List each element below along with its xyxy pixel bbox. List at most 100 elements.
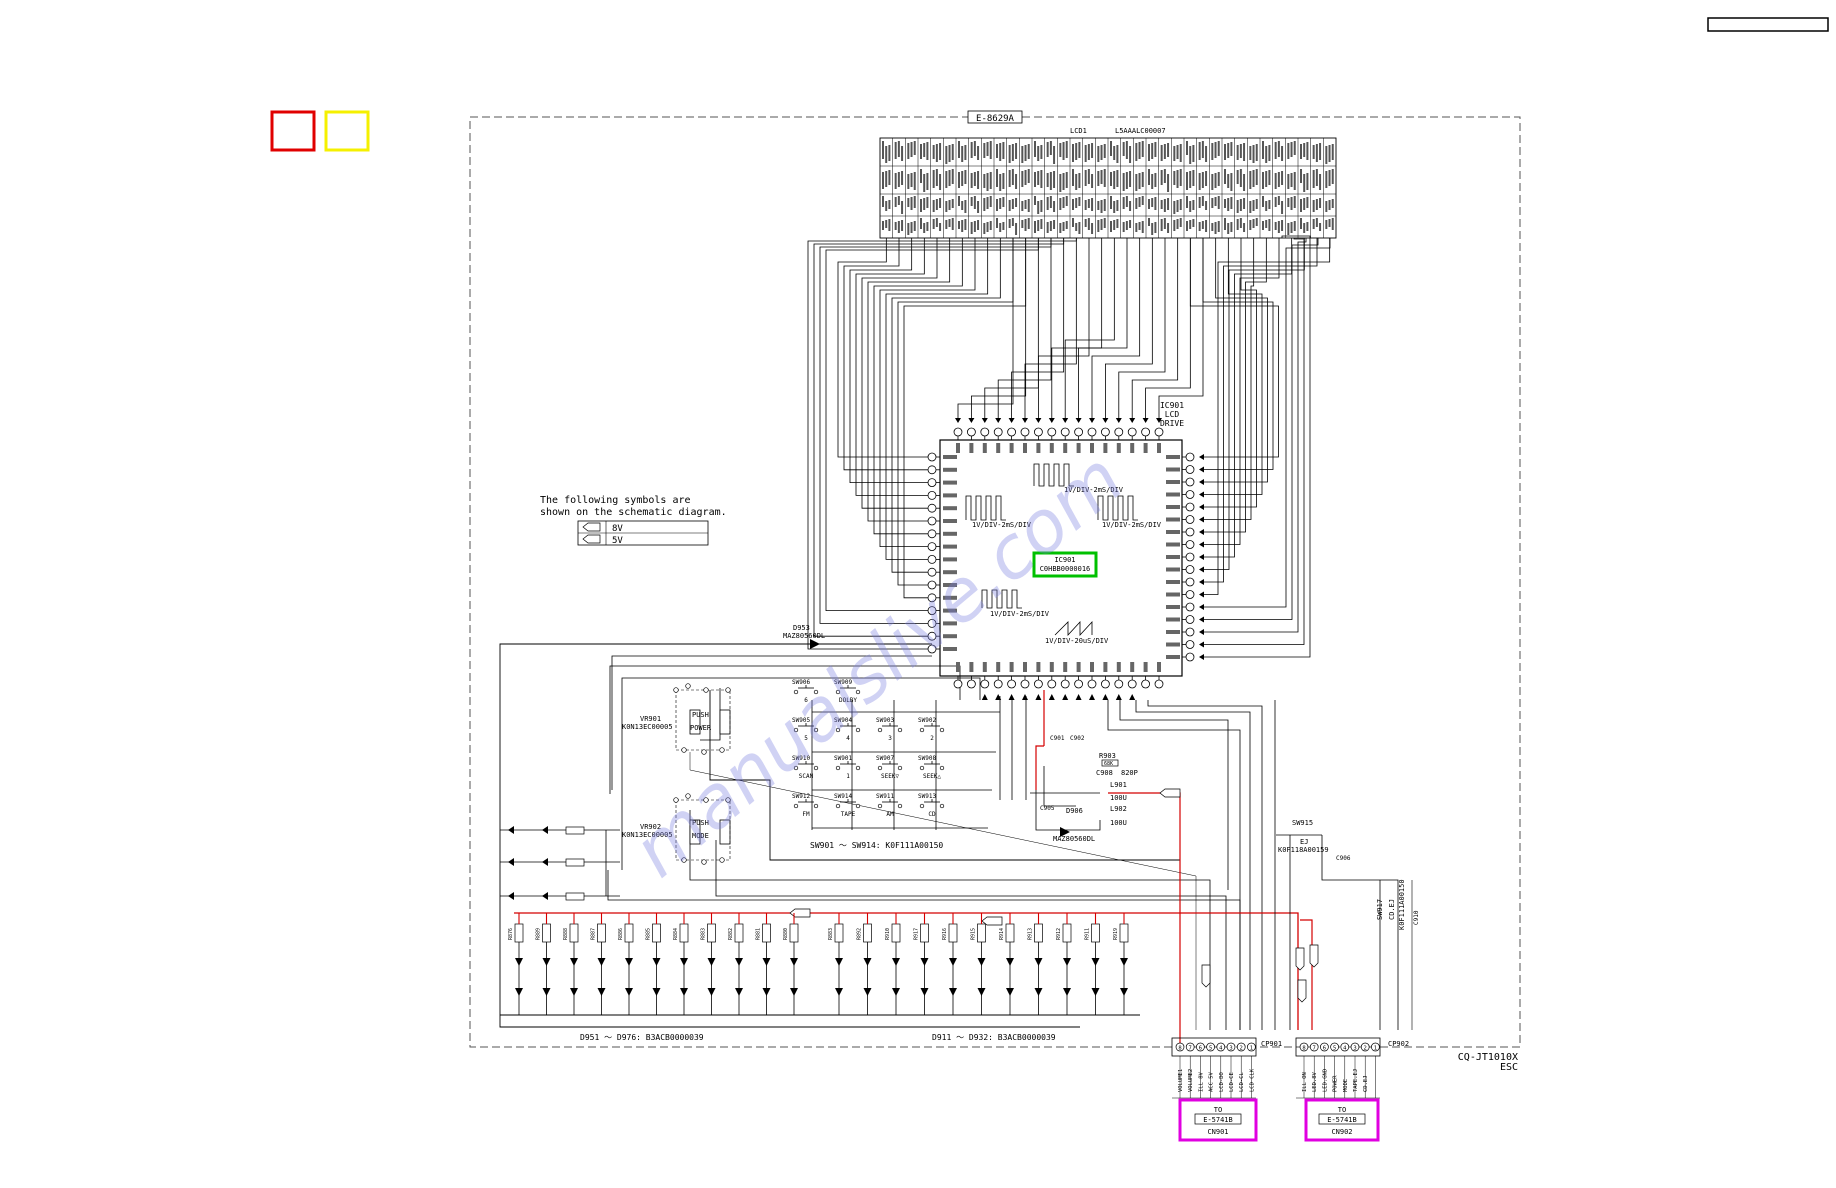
lcd-table-glyph (913, 196, 916, 208)
led-diode-icon (1120, 988, 1128, 996)
lcd-table-glyph (1002, 142, 1005, 159)
lcd-table-glyph (1103, 199, 1106, 211)
signal-arrow-icon (1062, 694, 1069, 700)
led-diode-icon (542, 858, 548, 866)
connector-pin (1236, 1042, 1246, 1052)
lcd-table-glyph (1186, 196, 1188, 208)
lcd-table-glyph (961, 146, 964, 162)
cn902-label: CN902 (1331, 1128, 1352, 1136)
ic-pin (1185, 527, 1195, 537)
led-resistor-label: R883 (701, 928, 707, 940)
d953-diode-icon (810, 639, 820, 649)
lcd-table-glyph (1173, 220, 1176, 231)
lcd-table-glyph (1103, 144, 1106, 158)
connector-pin-number: 5 (1333, 1046, 1336, 1052)
ic-pin-label-glyph (956, 662, 960, 672)
lcd-table-glyph (1306, 142, 1309, 160)
lcd-table-glyph (1300, 199, 1302, 212)
lcd-table-glyph (1021, 201, 1024, 211)
signal-arrow-icon (1075, 694, 1082, 700)
lcd-table-glyph (1141, 141, 1144, 157)
lcd-table-glyph (1135, 198, 1138, 209)
led-resistor (1034, 923, 1043, 943)
ic-pin (1154, 679, 1164, 689)
lcd-table-glyph (923, 198, 926, 210)
lcd-table-glyph (897, 141, 900, 157)
ic-pin (953, 679, 963, 689)
lcd-table-glyph (910, 197, 913, 210)
signal-arrow-icon (995, 418, 1002, 423)
lcd-table-glyph (973, 172, 976, 186)
lcd-table-glyph (1154, 142, 1157, 157)
wire (1202, 238, 1274, 470)
led-resistor-label: R880 (783, 928, 789, 940)
lcd-table-glyph (961, 171, 964, 186)
d906-part: MAZ80560DL (1053, 835, 1095, 843)
lcd-table-glyph (973, 196, 976, 209)
lcd-table-glyph (1312, 145, 1315, 159)
ic-pin-label-glyph (943, 506, 957, 511)
switch-label: SEEK△ (923, 773, 941, 780)
ic-pin-label-glyph (1157, 443, 1161, 453)
connector-pin (1371, 1042, 1380, 1052)
led-diode-icon (680, 958, 688, 966)
connector-pin-number: 2 (1240, 1046, 1243, 1052)
ic-pin (1020, 427, 1030, 437)
switch-label: SCAN (799, 773, 814, 780)
lcd-table-glyph (1091, 198, 1094, 211)
led-diode-icon (1091, 958, 1100, 966)
lcd-table-glyph (1015, 198, 1018, 207)
lcd-table-glyph (935, 144, 938, 162)
watermark: manualslive.com (617, 436, 1139, 893)
lcd-table-glyph (1116, 170, 1119, 187)
lcd-table-glyph (1277, 221, 1280, 233)
lcd-table-glyph (1306, 173, 1309, 190)
lcd-table-glyph (1148, 218, 1150, 226)
switch-contact (855, 765, 861, 771)
led-resistor-label: R892 (857, 928, 863, 940)
lcd-table-glyph (1138, 142, 1141, 159)
lcd-table-glyph (1167, 223, 1170, 233)
wire (1204, 238, 1331, 595)
ic-pin (927, 542, 937, 551)
wire (861, 238, 938, 509)
led-resistor (1091, 923, 1100, 943)
lcd-table-glyph (1141, 221, 1144, 233)
led-diode-icon (570, 958, 578, 966)
wire (689, 752, 1197, 1030)
switch-contact (793, 765, 799, 771)
lcd-table-glyph (888, 145, 891, 161)
switch-ref: SW901 (834, 755, 852, 762)
lcd-table-glyph (1151, 174, 1154, 189)
lcd-table-glyph (989, 172, 992, 189)
connector-signal-label: LCD-DO (1219, 1072, 1225, 1092)
ic-pin-label-glyph (1143, 443, 1148, 453)
led-diode-icon (790, 958, 798, 966)
led-resistor (734, 923, 744, 943)
c910-ref: C910 (1413, 910, 1420, 925)
lcd-table-glyph (1274, 142, 1277, 159)
led-diode-icon (1063, 988, 1071, 996)
lcd-table-glyph (1217, 172, 1220, 186)
switch-contact (855, 727, 861, 733)
connector-signal-label: LED.8V (1312, 1071, 1318, 1092)
lcd-table-glyph (1049, 172, 1052, 190)
ic-pin-label-glyph (943, 621, 957, 626)
lcd-table-glyph (989, 141, 992, 159)
wire (621, 677, 981, 870)
signal-arrow-icon (1129, 694, 1136, 700)
switch-contact (939, 765, 945, 771)
lcd-table-glyph (932, 200, 935, 212)
ic-pin-label-glyph (982, 443, 987, 453)
lcd-table-glyph (920, 144, 922, 159)
lcd-table-glyph (945, 220, 948, 229)
ic-pin (1047, 679, 1057, 689)
lcd-table-glyph (1300, 144, 1302, 159)
lcd-table-glyph (935, 169, 938, 186)
led-diode-icon (1006, 958, 1014, 966)
connector-pin-number: 3 (1229, 1046, 1232, 1052)
l901-ref: L901 (1110, 781, 1127, 789)
ic-pin (927, 490, 937, 500)
